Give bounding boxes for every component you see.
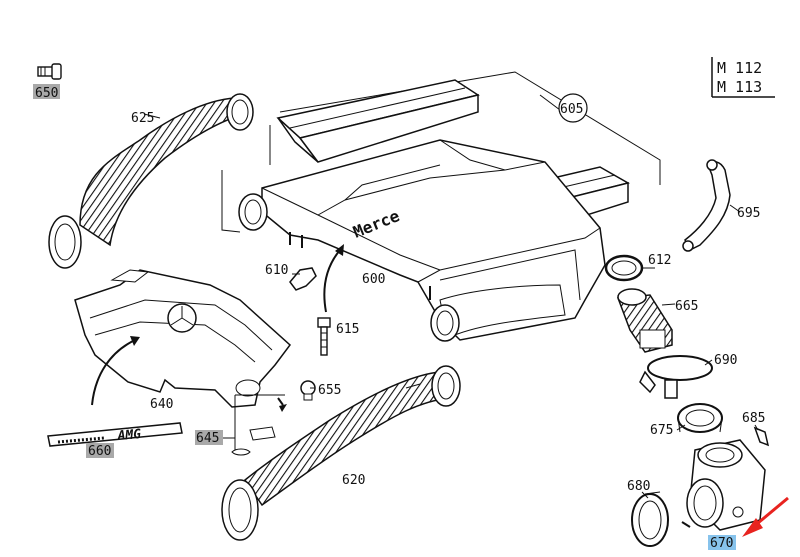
part-680-ring[interactable] <box>631 491 669 547</box>
label-665[interactable]: 665 <box>675 299 698 314</box>
label-612[interactable]: 612 <box>648 253 671 268</box>
engine-code-1: M 112 <box>717 59 762 77</box>
leader-lines <box>292 204 759 499</box>
part-650-bolt[interactable] <box>33 63 62 99</box>
label-645[interactable]: 645 <box>196 431 219 446</box>
part-610-clip[interactable] <box>289 267 317 291</box>
label-645-highlight <box>195 430 223 445</box>
part-655-nut[interactable] <box>300 380 316 401</box>
red-arrow-icon <box>742 496 789 537</box>
part-612-seal-ring[interactable] <box>604 254 644 282</box>
part-605-filter-element-rear[interactable] <box>276 79 480 163</box>
label-650-highlight <box>33 84 60 99</box>
label-625[interactable]: 625 <box>131 111 154 126</box>
label-670[interactable]: 670 <box>710 536 733 551</box>
label-600[interactable]: 600 <box>362 272 385 287</box>
label-690[interactable]: 690 <box>714 353 737 368</box>
label-605-circle[interactable]: 605 <box>558 93 588 123</box>
label-615[interactable]: 615 <box>336 322 359 337</box>
label-655[interactable]: 655 <box>318 383 341 398</box>
label-660-highlight <box>86 443 114 458</box>
engine-code-box: M 112 M 113 <box>711 57 775 98</box>
arrow-660 <box>91 339 136 406</box>
part-640-engine-cover[interactable] <box>74 269 292 408</box>
label-680[interactable]: 680 <box>627 479 650 494</box>
label-640[interactable]: 640 <box>150 397 173 412</box>
label-695[interactable]: 695 <box>737 206 760 221</box>
part-660-amg-badge[interactable]: AMG <box>47 422 183 458</box>
part-685-clip[interactable] <box>753 426 770 447</box>
label-685[interactable]: 685 <box>742 411 765 426</box>
arrow-615 <box>323 249 341 313</box>
part-600-air-filter-housing[interactable]: Merce <box>238 139 606 342</box>
label-620[interactable]: 620 <box>342 473 365 488</box>
arrow-660-head <box>130 336 140 346</box>
part-620-intake-duct[interactable] <box>221 365 461 541</box>
label-610[interactable]: 610 <box>265 263 288 278</box>
label-675[interactable]: 675 <box>650 423 673 438</box>
part-645-emblem[interactable] <box>195 394 285 456</box>
label-670-highlight <box>708 535 736 550</box>
part-695-vent-hose[interactable] <box>682 159 731 252</box>
label-605[interactable]: 605 <box>560 102 583 117</box>
part-690-hose-clamp[interactable] <box>639 355 713 399</box>
engine-code-2: M 113 <box>717 78 762 96</box>
part-625-intake-duct[interactable] <box>48 93 254 269</box>
part-665-air-mass-sensor[interactable] <box>616 288 673 353</box>
part-675-ring[interactable] <box>677 403 723 433</box>
amg-logo-text: AMG <box>116 427 142 444</box>
label-660[interactable]: 660 <box>88 444 111 459</box>
label-650[interactable]: 650 <box>35 86 58 101</box>
arrow-615-head <box>335 244 344 256</box>
part-670-housing[interactable] <box>681 439 766 531</box>
arrow-645-head <box>279 404 287 412</box>
part-615-bolt[interactable] <box>317 317 331 356</box>
